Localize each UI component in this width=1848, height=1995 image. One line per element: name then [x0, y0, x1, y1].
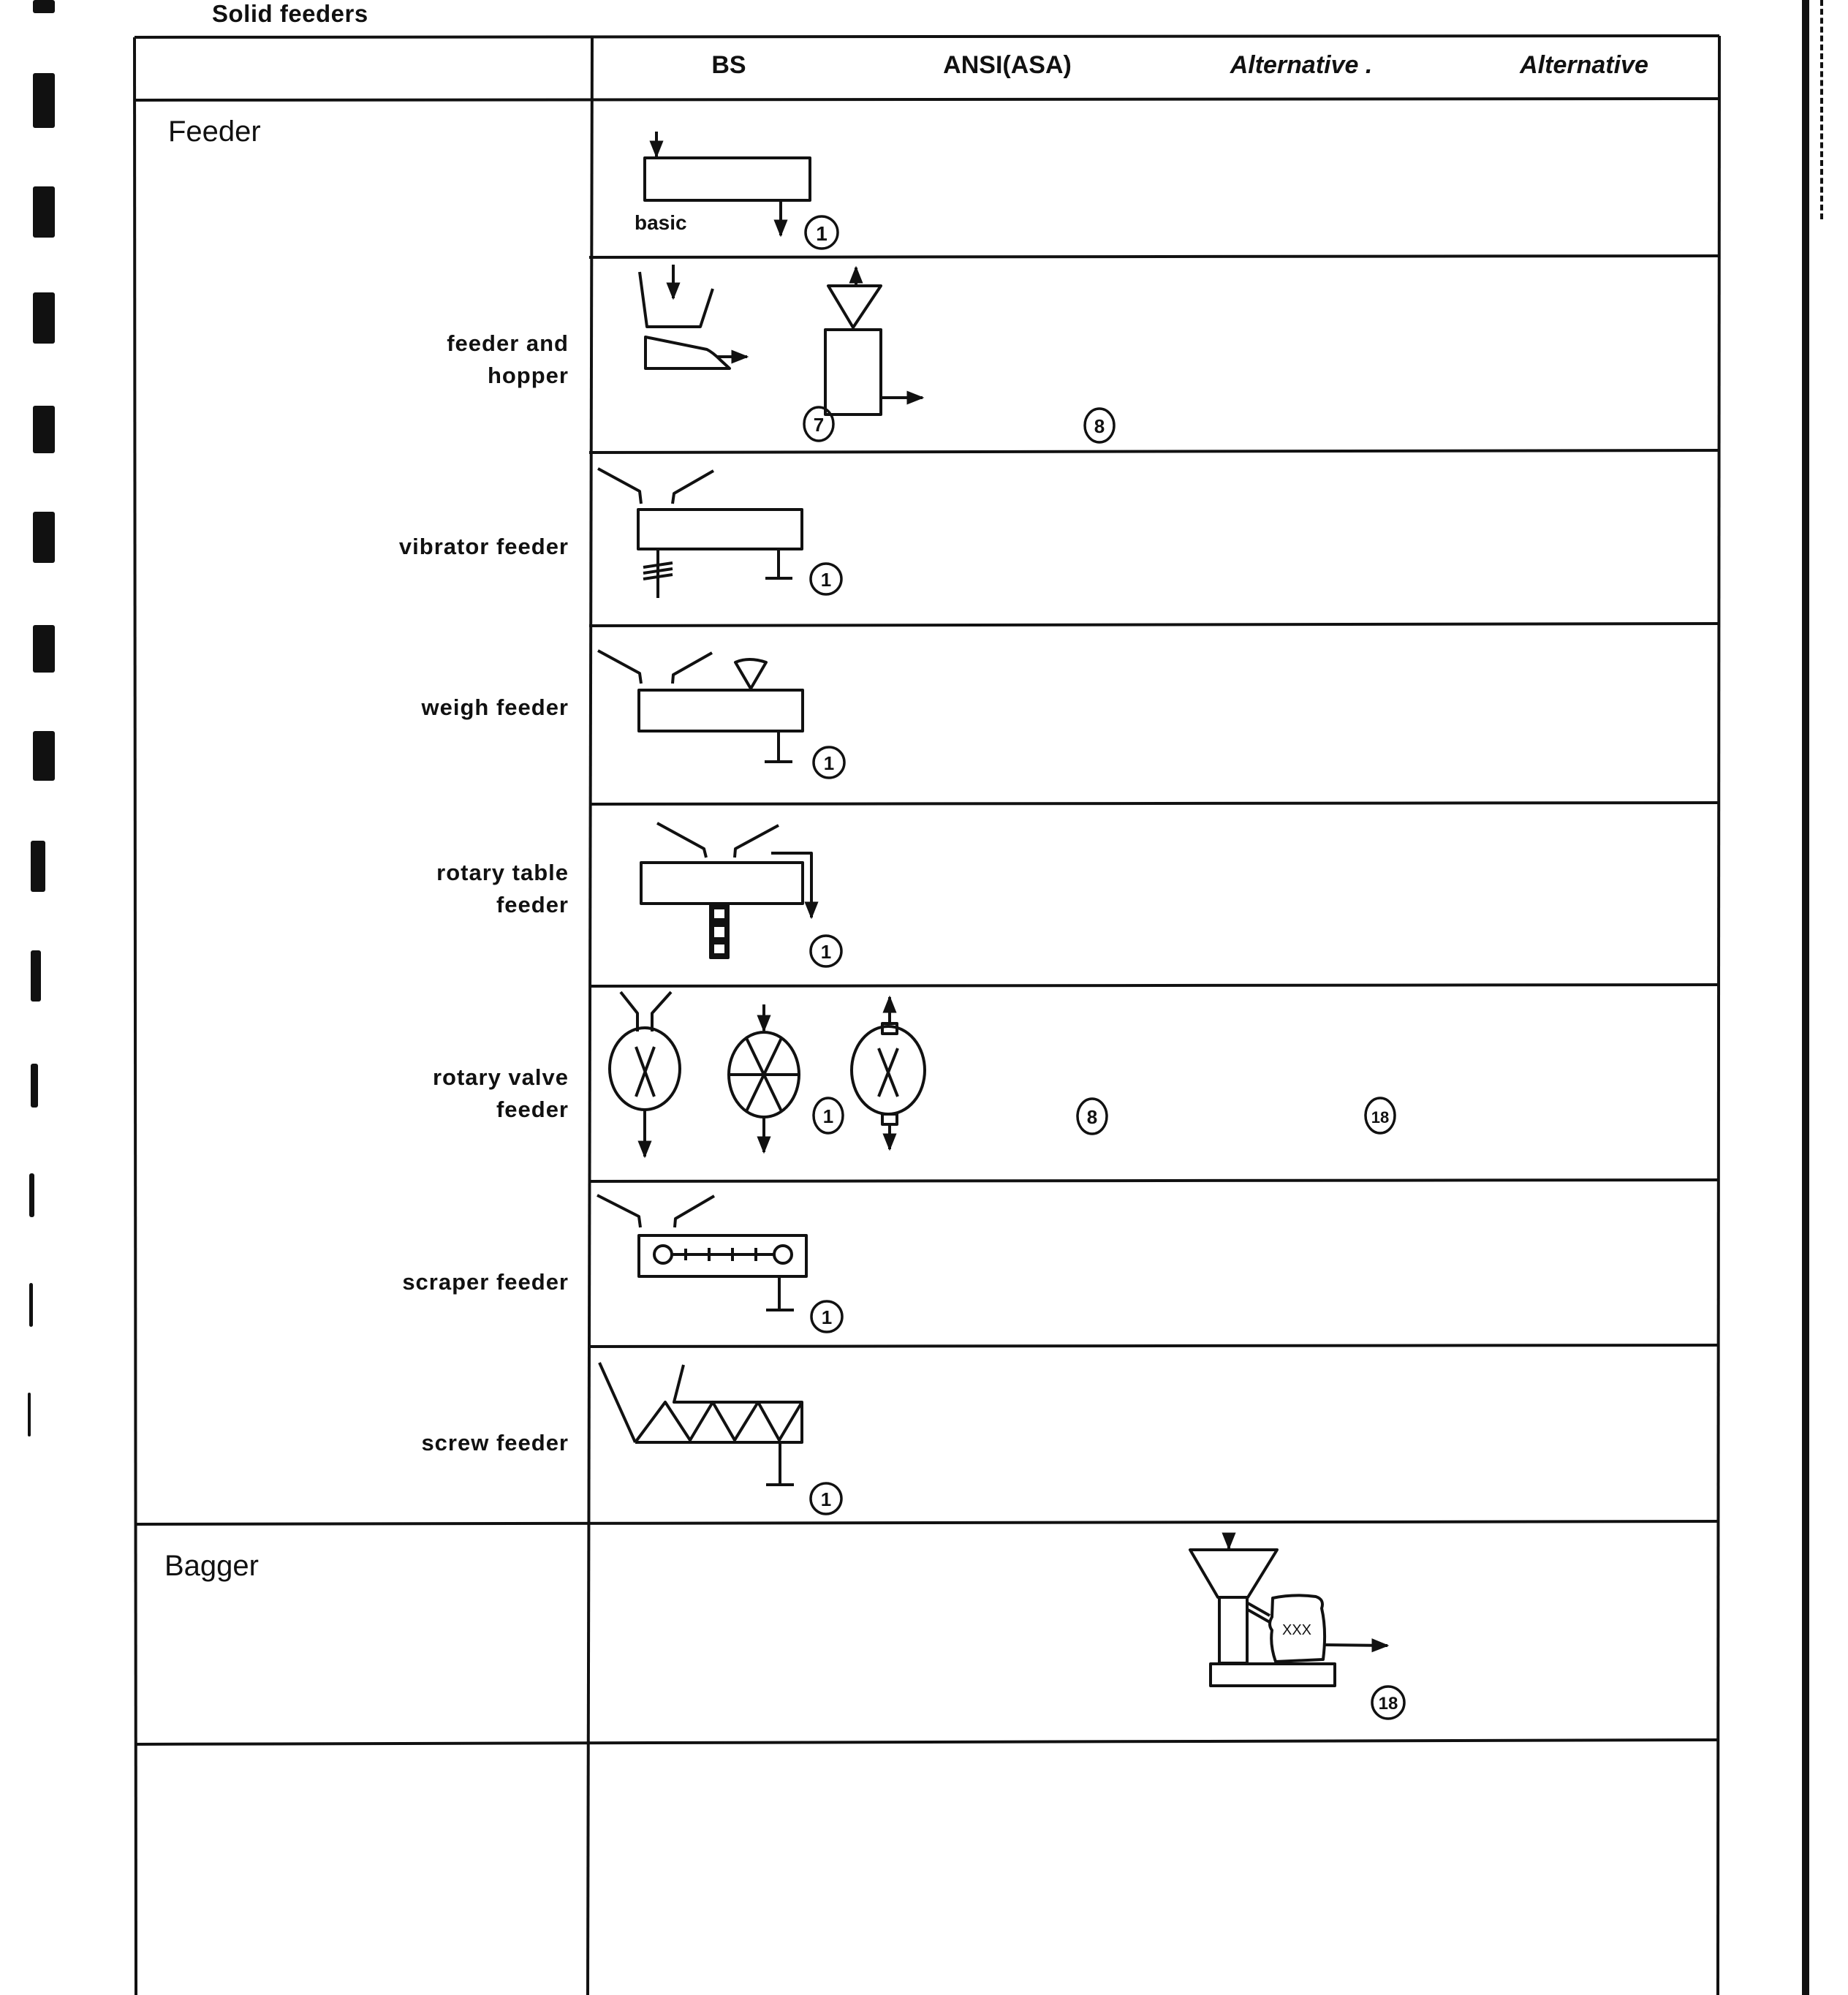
rotary-valve-alt-symbol — [850, 995, 926, 1151]
page-title: Solid feeders — [212, 0, 368, 27]
ref-7: 7 — [814, 414, 824, 436]
ref-1: 1 — [823, 1105, 833, 1127]
row-label-weigh-feeder: weigh feeder — [421, 694, 569, 720]
rotary-valve-bs-symbol — [608, 991, 681, 1159]
ref-8: 8 — [1087, 1106, 1097, 1128]
ref-1: 1 — [824, 752, 834, 774]
ref-1: 1 — [821, 941, 831, 963]
section-label-feeder: Feeder — [168, 116, 261, 148]
row-label-scraper-feeder: scraper feeder — [402, 1269, 569, 1295]
column-header-alternative-1: Alternative . — [1230, 51, 1373, 79]
ref-1: 1 — [816, 222, 828, 245]
vibrator-feeder-symbol — [597, 467, 803, 598]
row-label-feeder-and-hopper: feeder and hopper — [447, 330, 569, 388]
column-header-ansi: ANSI(ASA) — [943, 51, 1072, 79]
basic-feeder-symbol — [643, 132, 811, 238]
column-header-bs: BS — [711, 51, 746, 79]
feeder-and-hopper-bs-symbol — [638, 265, 749, 370]
bagger-symbol — [1189, 1532, 1390, 1687]
column-header-alternative-2: Alternative — [1520, 51, 1648, 79]
rotary-valve-ansi-symbol — [727, 1004, 800, 1154]
scraper-feeder-symbol — [597, 1194, 808, 1311]
ref-8: 8 — [1094, 415, 1105, 437]
rotary-table-feeder-symbol — [640, 822, 819, 959]
feeder-and-hopper-ansi-symbol — [824, 265, 925, 416]
section-label-bagger: Bagger — [164, 1550, 259, 1582]
row-label-vibrator-feeder: vibrator feeder — [398, 534, 569, 559]
ref-1: 1 — [821, 569, 831, 591]
ref-1: 1 — [821, 1488, 831, 1510]
weigh-feeder-symbol — [597, 649, 804, 763]
ref-1: 1 — [822, 1306, 832, 1328]
row-label-screw-feeder: screw feeder — [421, 1430, 569, 1455]
row-label-rotary-table-feeder: rotary table feeder — [436, 860, 569, 917]
ref-18: 18 — [1371, 1108, 1389, 1127]
basic-caption: basic — [635, 211, 687, 234]
bag-label: XXX — [1282, 1622, 1311, 1638]
row-label-rotary-valve-feeder: rotary valve feeder — [432, 1064, 569, 1122]
screw-feeder-symbol — [598, 1362, 803, 1486]
ref-18: 18 — [1379, 1694, 1398, 1714]
